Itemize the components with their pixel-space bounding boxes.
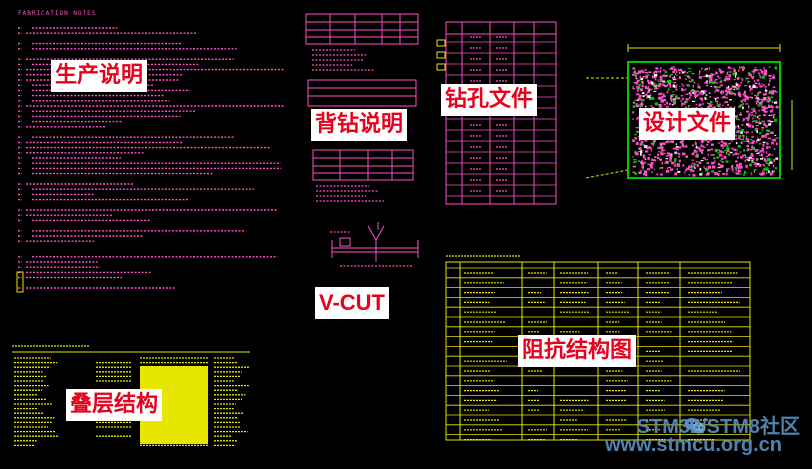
drill-file-label: 钻孔文件 bbox=[441, 84, 538, 116]
vcut-text bbox=[330, 231, 412, 267]
backdrill-notes-label: 背钻说明 bbox=[311, 109, 408, 141]
watermark-url: www.stmcu.org.cn bbox=[604, 434, 782, 456]
drill-legend-markers bbox=[436, 39, 446, 71]
impedance-table bbox=[445, 261, 751, 441]
vcut-symbol bbox=[331, 222, 419, 262]
fabrication-notes-text bbox=[18, 27, 285, 289]
backdrill-text bbox=[312, 49, 384, 202]
notes-marker bbox=[16, 271, 24, 293]
wechat-icon bbox=[684, 418, 706, 434]
backdrill-table bbox=[305, 13, 419, 181]
impedance-table-rows bbox=[446, 267, 750, 441]
fabrication-notes-title: FABRICATION NOTES bbox=[18, 10, 97, 17]
impedance-structure-label: 阻抗结构图 bbox=[518, 335, 637, 367]
stackup-structure-label: 叠层结构 bbox=[66, 389, 163, 421]
watermark-community-name: STM32/STM8社区 bbox=[636, 416, 800, 438]
design-file-label: 设计文件 bbox=[639, 108, 736, 140]
vcut-label: V-CUT bbox=[315, 287, 389, 319]
production-notes-label: 生产说明 bbox=[51, 60, 148, 92]
